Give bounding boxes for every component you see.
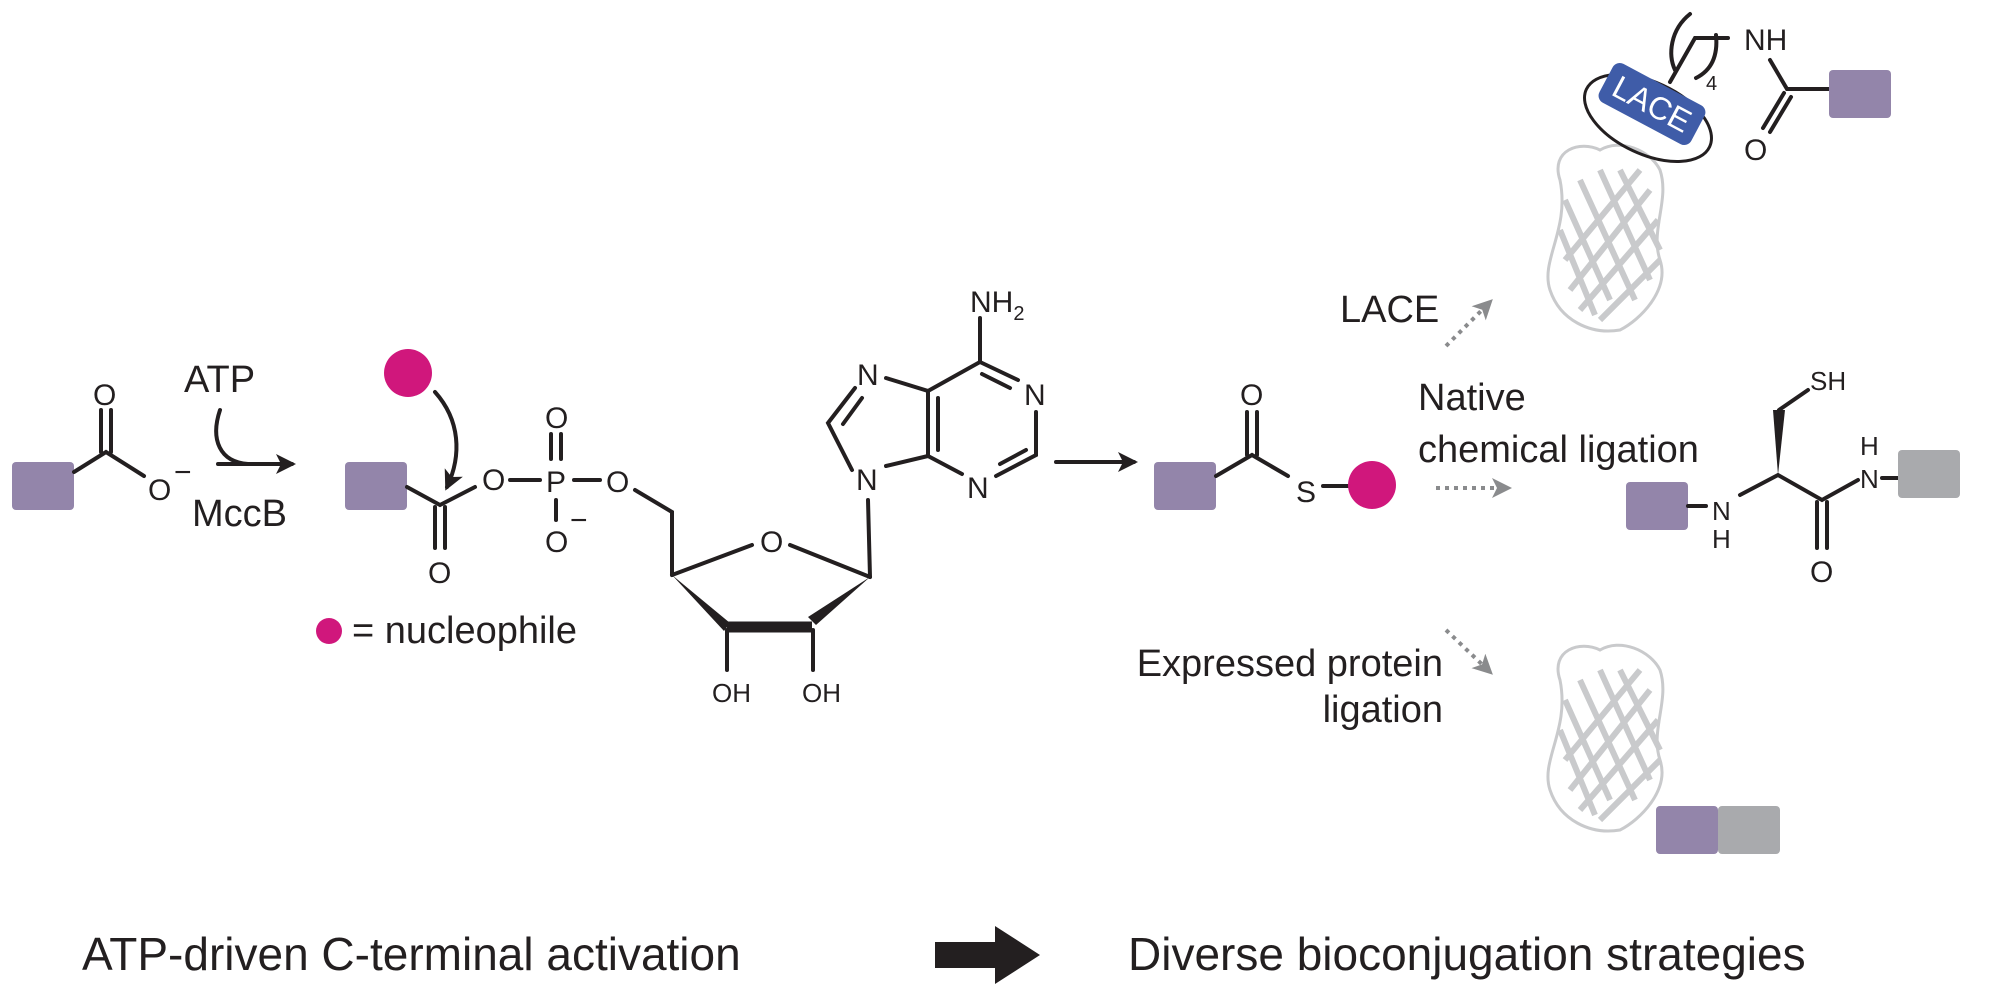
route-ncl: Native chemical ligation <box>1418 377 1699 498</box>
atom-o: O <box>482 464 505 497</box>
atom-oh: OH <box>712 678 751 708</box>
reagent-atp: ATP <box>184 359 255 401</box>
atom-o: O <box>1744 134 1767 167</box>
peptide-block-icon <box>1626 482 1688 530</box>
atom-o: O <box>606 466 629 499</box>
atom-h: H <box>1712 524 1731 554</box>
atom-o: O <box>545 402 568 435</box>
atom-nh2: NH2 <box>970 286 1024 325</box>
acyl-adenylate: O O P O O − O O OH OH N N NH2 N <box>345 286 1046 708</box>
atom-n: N <box>1712 496 1731 526</box>
big-arrow-icon <box>935 926 1040 984</box>
atom-n1: N <box>1024 379 1046 412</box>
peptide-block-gray-icon <box>1718 806 1780 854</box>
atom-sh: SH <box>1810 366 1846 396</box>
atom-n7: N <box>857 359 879 392</box>
atom-n9: N <box>856 464 878 497</box>
atom-oh: OH <box>802 678 841 708</box>
lace-tag <box>1598 62 1706 146</box>
route-label-ncl-1: Native <box>1418 377 1526 419</box>
caption-right: Diverse bioconjugation strategies <box>1128 928 1806 980</box>
peptide-block-icon <box>12 462 74 510</box>
route-label-ncl-2: chemical ligation <box>1418 429 1699 471</box>
peptide-block-icon <box>1829 70 1891 118</box>
atom-o: O <box>1810 556 1833 589</box>
epl-product <box>1546 643 1780 854</box>
atom-o: O <box>428 557 451 590</box>
nucleophile-legend: = nucleophile <box>316 610 577 652</box>
caption-left: ATP-driven C-terminal activation <box>82 928 741 980</box>
activation-arrow: ATP MccB <box>184 359 296 535</box>
thioester: O S <box>1154 379 1396 510</box>
atom-n: N <box>1860 464 1879 494</box>
protein-barrel-icon <box>1546 143 1665 333</box>
atom-o-minus: O <box>545 526 568 559</box>
protein-barrel-icon <box>1546 643 1665 833</box>
dotted-arrow-icon <box>1444 628 1493 675</box>
nucleophile-icon <box>384 349 432 397</box>
atom-o: O <box>93 379 116 412</box>
repeat-subscript: 4 <box>1706 73 1717 95</box>
route-label-epl-1: Expressed protein <box>1137 643 1443 685</box>
route-lace: LACE <box>1340 289 1493 348</box>
lace-product: LACE 4 NH O <box>1546 12 1891 333</box>
route-label-epl-2: ligation <box>1323 689 1443 731</box>
peptide-block-gray-icon <box>1898 450 1960 498</box>
ncl-product: N H SH O H N <box>1626 366 1960 589</box>
route-epl: Expressed protein ligation <box>1137 628 1493 731</box>
charge-minus: − <box>174 456 192 489</box>
atom-nh: NH <box>1744 24 1787 57</box>
enzyme-mccb: MccB <box>192 493 287 535</box>
atom-p: P <box>546 466 566 499</box>
atom-o-minus: O <box>148 474 171 507</box>
atom-s: S <box>1296 476 1316 509</box>
peptide-block-icon <box>345 462 407 510</box>
starting-material: O O − <box>12 379 192 510</box>
atom-n3: N <box>967 472 989 505</box>
nucleophile-icon <box>1348 461 1396 509</box>
nucleophile-icon <box>316 618 342 644</box>
atom-o: O <box>1240 379 1263 412</box>
legend-text: = nucleophile <box>352 610 577 652</box>
dotted-arrow-icon <box>1444 299 1493 348</box>
atom-o-ring: O <box>760 526 783 559</box>
peptide-block-icon <box>1154 462 1216 510</box>
route-label-lace: LACE <box>1340 289 1439 331</box>
charge-minus: − <box>570 504 588 537</box>
atom-h: H <box>1860 431 1879 461</box>
peptide-block-icon <box>1656 806 1718 854</box>
